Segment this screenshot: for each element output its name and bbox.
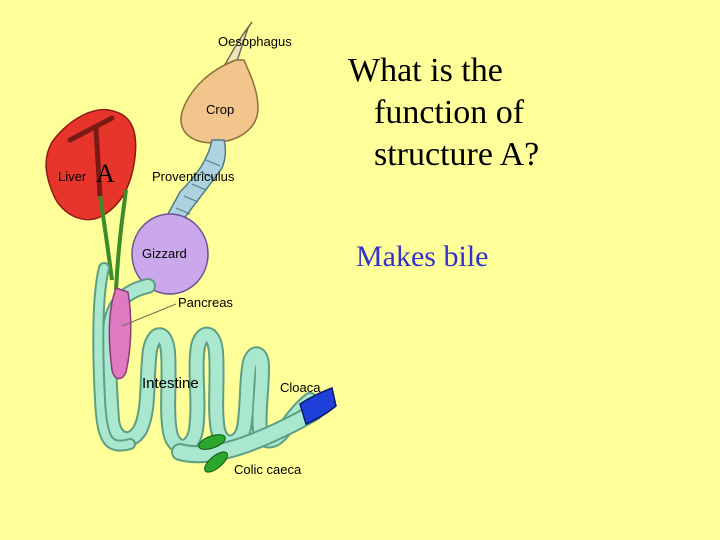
label-gizzard: Gizzard	[142, 246, 187, 261]
question-line-1: What is the	[348, 50, 678, 92]
label-intestine: Intestine	[142, 375, 199, 392]
question-line-3: structure A?	[348, 134, 678, 176]
label-crop: Crop	[206, 102, 234, 117]
label-colic-caeca: Colic caeca	[234, 462, 302, 477]
label-structure-a: A	[96, 159, 115, 188]
pancreas	[109, 288, 130, 379]
label-oesophagus: Oesophagus	[218, 34, 292, 49]
question-line-2: function of	[348, 92, 678, 134]
label-liver: Liver	[58, 169, 87, 184]
chicken-digestive-system-diagram: Oesophagus Crop Liver A Proventriculus G…	[0, 0, 360, 540]
question-text: What is the function of structure A?	[348, 50, 678, 176]
answer-text: Makes bile	[356, 240, 488, 274]
bile-duct-2	[116, 190, 126, 290]
label-proventriculus: Proventriculus	[152, 169, 235, 184]
liver	[46, 110, 136, 220]
label-cloaca: Cloaca	[280, 380, 321, 395]
label-pancreas: Pancreas	[178, 295, 233, 310]
